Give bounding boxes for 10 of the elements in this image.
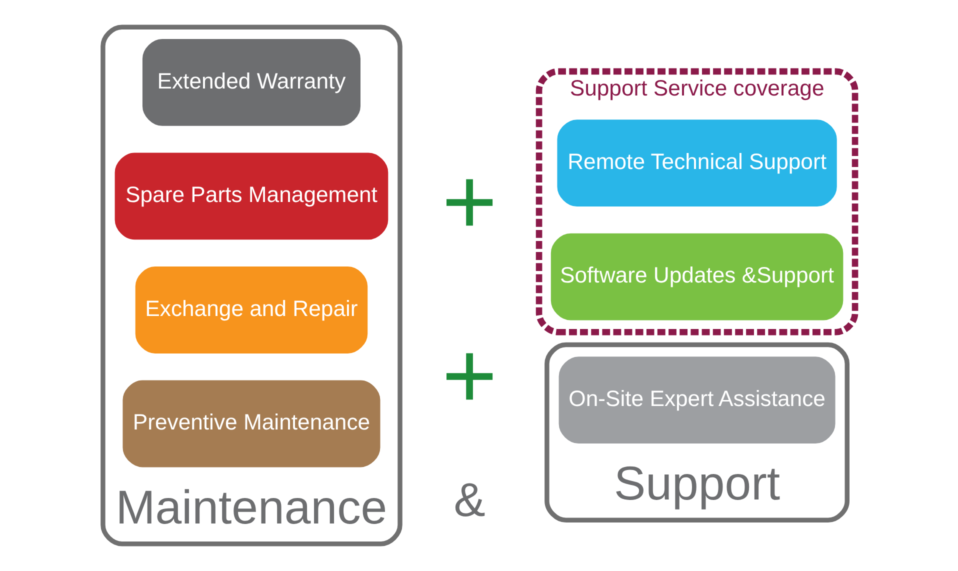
label: &: [454, 474, 486, 528]
label: +: [442, 149, 498, 256]
node-box: Software Updates &Support: [550, 233, 844, 320]
label: +: [442, 322, 498, 429]
node-box: Exchange and Repair: [135, 266, 368, 354]
node-box: Extended Warranty: [142, 39, 360, 126]
node-box: Remote Technical Support: [557, 120, 837, 206]
node-box: Spare Parts Management: [114, 152, 388, 240]
node-box: Preventive Maintenance: [122, 380, 380, 468]
node-box: On-Site Expert Assistance: [558, 356, 836, 444]
